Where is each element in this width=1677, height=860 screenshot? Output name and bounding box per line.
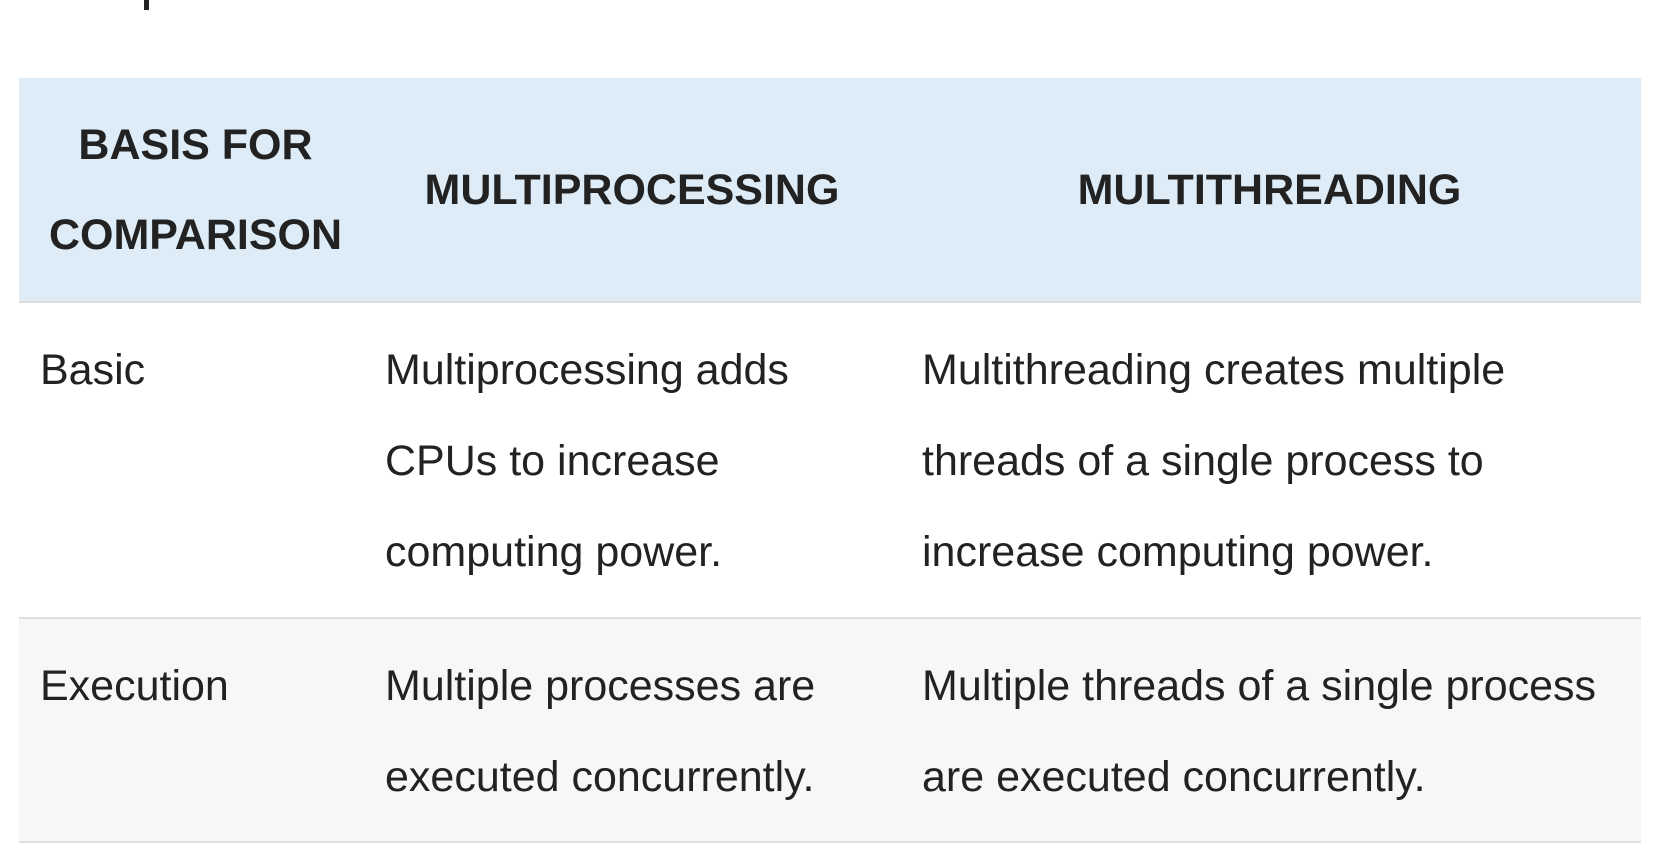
comparison-table: BASIS FOR COMPARISON MULTIPROCESSING MUL…: [19, 78, 1641, 843]
header-row: BASIS FOR COMPARISON MULTIPROCESSING MUL…: [19, 78, 1641, 302]
header-multithreading: MULTITHREADING: [1077, 165, 1462, 214]
cell-basis: Execution: [40, 662, 229, 710]
cell-basis: Basic: [40, 346, 146, 394]
cell-multithreading: Multiple threads of a single process are…: [922, 662, 1597, 801]
table-body: Basic Multiprocessing adds CPUs to incre…: [19, 302, 1641, 842]
table-header: BASIS FOR COMPARISON MULTIPROCESSING MUL…: [19, 78, 1641, 302]
table-row: Execution Multiple processes are execute…: [19, 618, 1641, 842]
header-multiprocessing: MULTIPROCESSING: [424, 165, 840, 214]
cell-multiprocessing: Multiple processes are executed concurre…: [385, 662, 816, 801]
table-row: Basic Multiprocessing adds CPUs to incre…: [19, 302, 1641, 618]
cell-multiprocessing: Multiprocessing adds CPUs to increase co…: [385, 346, 789, 576]
header-basis: BASIS FOR COMPARISON: [48, 120, 343, 259]
cell-multithreading: Multithreading creates multiple threads …: [922, 346, 1506, 576]
heading-fragment: [144, 0, 149, 10]
